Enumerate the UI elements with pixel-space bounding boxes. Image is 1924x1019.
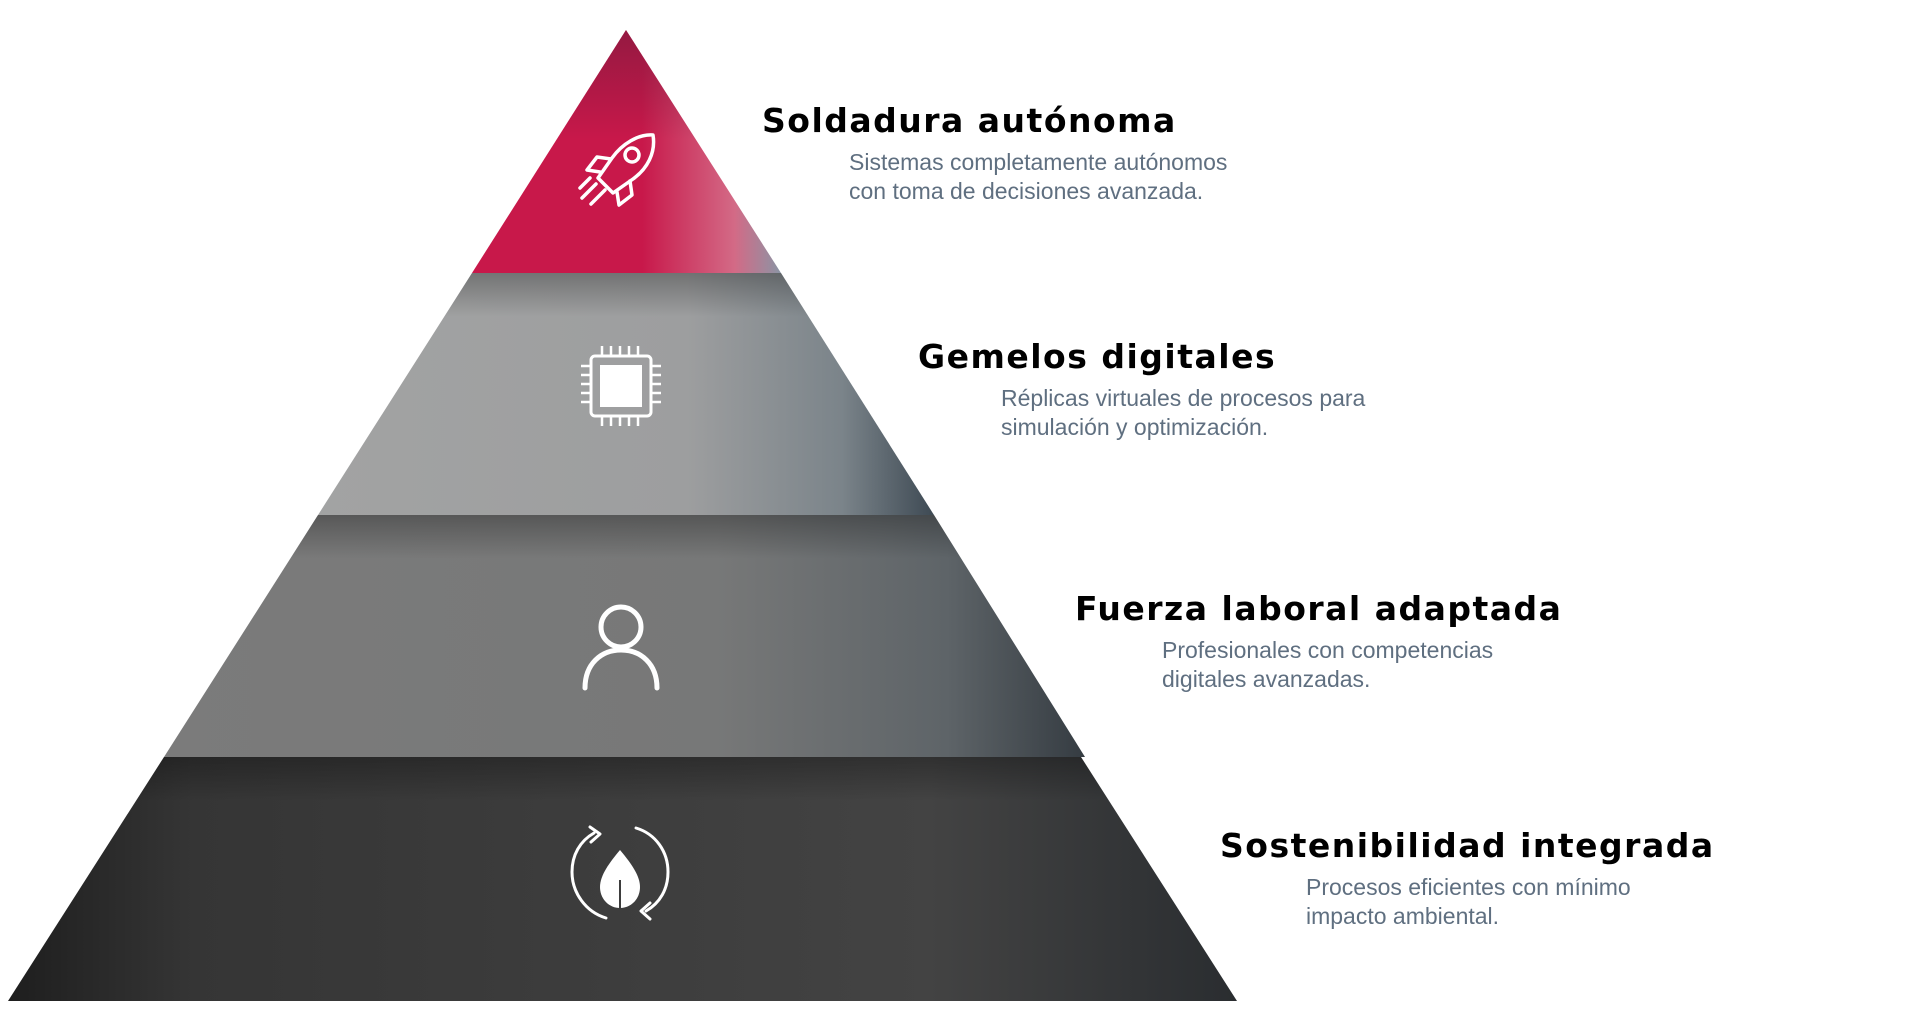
tier-2-description: Réplicas virtuales de procesos para simu…	[1001, 385, 1366, 440]
tier-1-label: Soldadura autónoma Sistemas completament…	[762, 101, 1227, 206]
tier-2-title: Gemelos digitales	[918, 337, 1277, 376]
chip-icon	[581, 346, 661, 426]
tier-3-title: Fuerza laboral adaptada	[1075, 589, 1563, 628]
eco-drop-icon	[570, 825, 670, 921]
tier-1-description: Sistemas completamente autónomos con tom…	[849, 149, 1228, 204]
tier-4-title: Sostenibilidad integrada	[1220, 826, 1715, 865]
tier-1-title: Soldadura autónoma	[762, 101, 1177, 140]
rocket-icon	[578, 133, 656, 207]
tier-4-label: Sostenibilidad integrada Procesos eficie…	[1220, 826, 1715, 931]
user-icon	[582, 604, 660, 691]
tier-3-description: Profesionales con competencias digitales…	[1162, 637, 1494, 692]
tier-3-label: Fuerza laboral adaptada Profesionales co…	[1075, 589, 1562, 694]
tier-4-description: Procesos eficientes con mínimo impacto a…	[1306, 874, 1631, 929]
tier-2-label: Gemelos digitales Réplicas virtuales de …	[918, 337, 1365, 442]
